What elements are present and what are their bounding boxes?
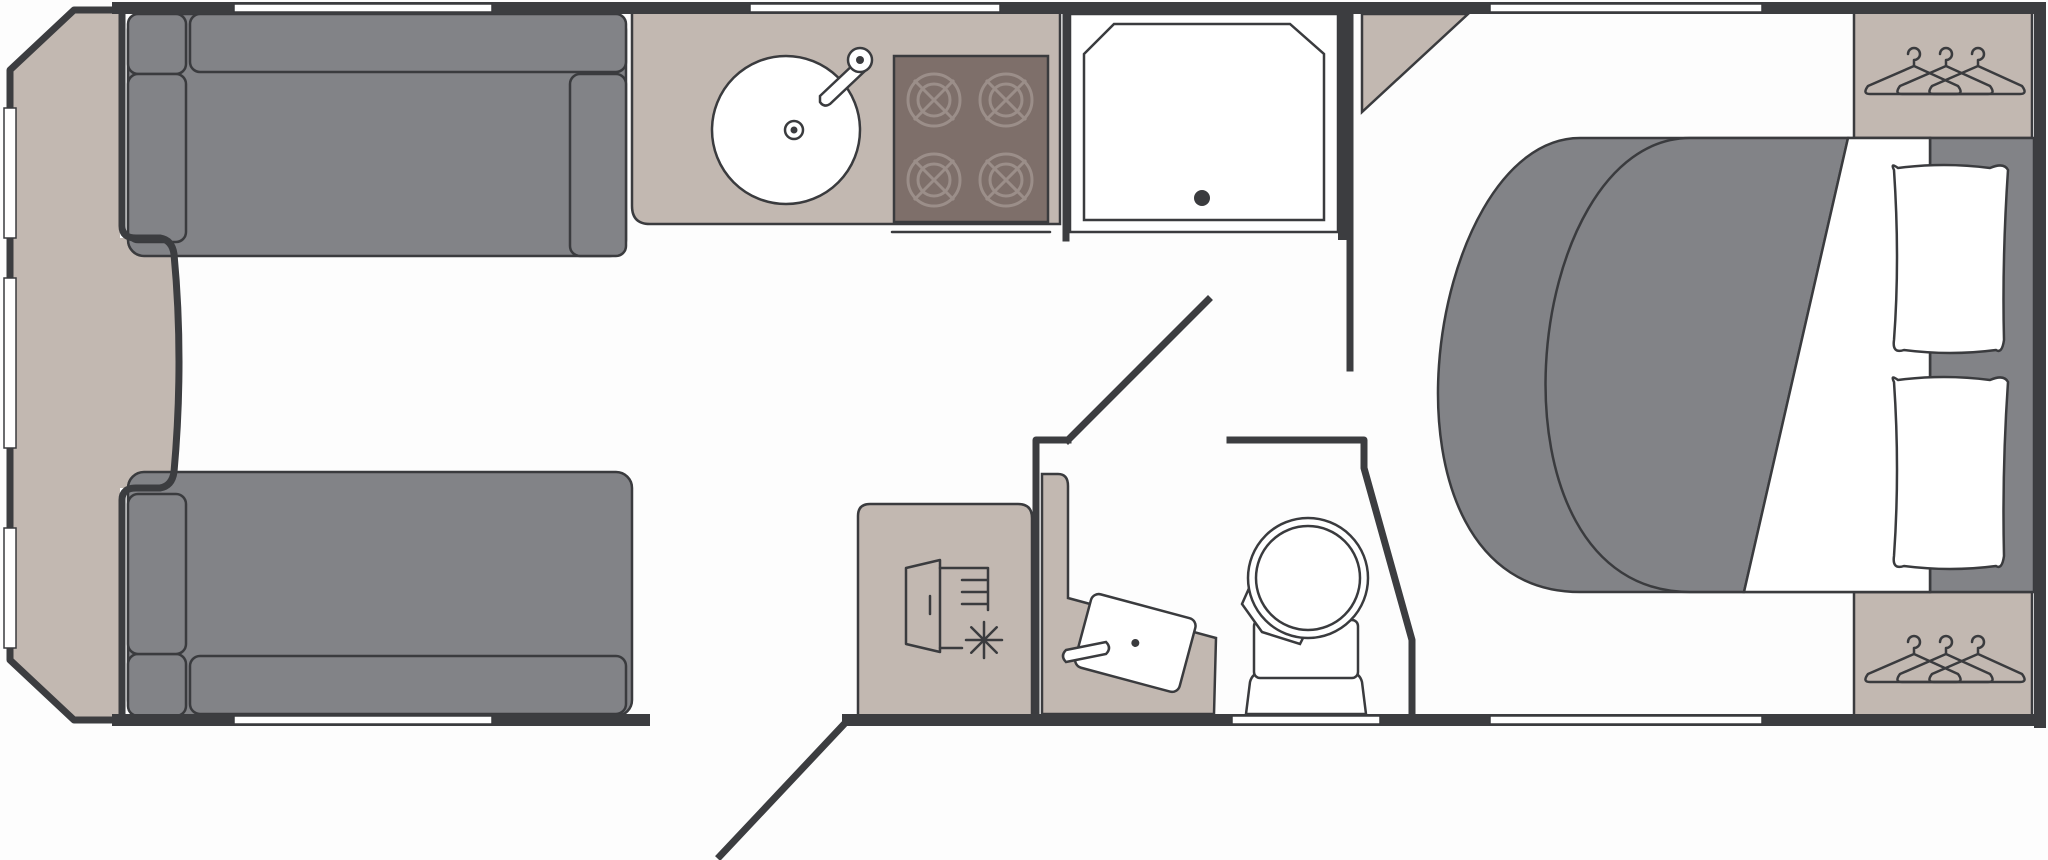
snowflake-arm xyxy=(970,626,998,654)
sink xyxy=(710,46,874,206)
bottom-sofa-corner-cushion xyxy=(126,652,188,718)
washroom-area xyxy=(1032,295,1416,722)
fridge-cabinet xyxy=(856,502,1034,718)
pillow-bottom xyxy=(1891,375,2010,571)
bottom-sofa-back-cushion xyxy=(188,654,628,716)
front-window-3 xyxy=(3,527,17,649)
wardrobe-top xyxy=(1852,10,2034,140)
fridge-unit xyxy=(856,502,1034,718)
window-top-1 xyxy=(233,3,493,13)
bedroom-area xyxy=(1436,10,2036,718)
washbasin xyxy=(1073,592,1197,694)
wardrobe-top-hangers xyxy=(1864,46,2026,96)
lounge-area xyxy=(3,6,634,724)
top-sofa-side-cushion xyxy=(126,72,188,244)
front-window-2 xyxy=(3,277,17,449)
fridge-snowflake-icon xyxy=(904,558,1004,660)
toilet-icon xyxy=(1240,516,1370,716)
coat-hanger-icon xyxy=(1928,46,2026,96)
coat-hanger-icon xyxy=(1864,46,1962,96)
bottom-sofa-side-cushion xyxy=(126,492,188,656)
window-top-2 xyxy=(749,3,1001,13)
kitchen-area xyxy=(630,10,1062,234)
hob-burners xyxy=(906,72,1034,208)
tap-center xyxy=(856,56,864,64)
entrance-door xyxy=(715,715,853,860)
shower-tray xyxy=(1082,22,1326,222)
coat-hanger-icon xyxy=(1896,634,1994,684)
basin-drain xyxy=(1131,638,1140,647)
top-sofa-arm-cushion xyxy=(568,72,628,258)
window-bottom-3 xyxy=(1489,715,1763,725)
coat-hanger-icon xyxy=(1928,634,2026,684)
island-bed xyxy=(1436,136,2010,594)
tap-spout xyxy=(818,60,868,107)
front-lounge-fill xyxy=(12,12,179,718)
top-sofa-back-cushion xyxy=(188,12,628,74)
top-sofa xyxy=(126,12,628,258)
bottom-sofa xyxy=(126,470,634,718)
burner-icon xyxy=(978,72,1034,128)
fridge-shelves xyxy=(938,566,990,650)
washroom-door xyxy=(1063,295,1213,445)
burner-icon xyxy=(906,152,962,208)
pillow-top xyxy=(1891,163,2010,355)
washroom-wall-right xyxy=(1226,436,1416,722)
top-sofa-corner-cushion xyxy=(126,12,188,76)
shower-area xyxy=(1062,6,1472,372)
toilet-bowl xyxy=(1254,524,1362,632)
front-window-1 xyxy=(3,107,17,239)
wardrobe-bottom-hangers xyxy=(1864,634,2026,684)
burner-icon xyxy=(906,72,962,128)
window-bottom-2 xyxy=(1231,715,1381,725)
washroom-wall-left xyxy=(1032,436,1072,722)
hob xyxy=(890,54,1052,234)
bed-sheet xyxy=(1742,136,1932,594)
coat-hanger-icon xyxy=(1896,46,1994,96)
shower-bulkhead xyxy=(1338,8,1352,240)
window-bottom-1 xyxy=(233,715,493,725)
burner-icon xyxy=(978,152,1034,208)
outer-walls xyxy=(112,2,2046,860)
coat-hanger-icon xyxy=(1864,634,1962,684)
bed-throw-inner xyxy=(1544,136,1850,594)
sink-drain xyxy=(790,126,798,134)
basin-tap xyxy=(1061,640,1111,664)
snowflake-icon xyxy=(964,620,1004,660)
bedroom-corner-unit xyxy=(1360,12,1472,115)
fridge-door-outline xyxy=(904,558,942,654)
shower-drain xyxy=(1194,190,1210,206)
front-seat-outline xyxy=(118,8,183,722)
window-top-3 xyxy=(1489,3,1763,13)
